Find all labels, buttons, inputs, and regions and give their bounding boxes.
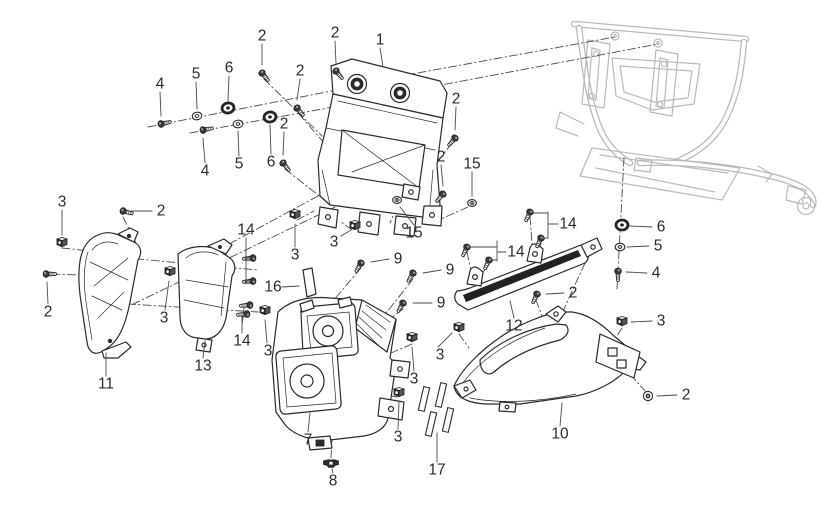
- part-label-2: 2: [437, 149, 446, 166]
- part-label-3: 3: [291, 247, 300, 264]
- nut-15-icon: [467, 199, 477, 207]
- part-label-3: 3: [58, 194, 67, 211]
- part-1-mount-bracket: [317, 58, 448, 237]
- part-label-13: 13: [194, 358, 211, 375]
- nut-2-icon: [642, 390, 654, 402]
- clip-nut-3-icon: [289, 208, 301, 220]
- part-label-2: 2: [331, 25, 340, 42]
- clip-nut-3-icon: [349, 219, 361, 231]
- part-label-3: 3: [394, 429, 403, 446]
- washer-5-icon: [190, 110, 204, 122]
- callout-leader-lines: [46, 40, 678, 474]
- screw-2-icon: [292, 103, 307, 119]
- frame-platform: [555, 111, 741, 201]
- clip-nut-3-icon: [393, 386, 405, 398]
- part-label-5: 5: [235, 156, 244, 173]
- part-12-trim-strip: [454, 237, 603, 311]
- part-label-4: 4: [156, 76, 165, 93]
- part-13-inner-panel: [177, 238, 236, 353]
- part-label-2: 2: [280, 116, 289, 133]
- part-label-17: 17: [428, 462, 445, 479]
- part-label-2: 2: [452, 91, 461, 108]
- part-label-8: 8: [329, 473, 338, 490]
- part-16-strip: [302, 267, 317, 298]
- screw-2-icon: [278, 158, 293, 174]
- part-label-2: 2: [682, 387, 691, 404]
- part-label-3: 3: [160, 310, 169, 327]
- part-label-2: 2: [157, 203, 166, 220]
- screw-14-icon: [521, 207, 535, 224]
- part-label-5: 5: [192, 66, 201, 83]
- part-label-6: 6: [225, 60, 234, 77]
- clip-nut-3-icon: [56, 236, 68, 248]
- grommet-6-icon: [261, 109, 279, 125]
- screw-2-icon: [445, 133, 460, 149]
- screw-2-icon: [42, 270, 58, 278]
- part-label-4: 4: [201, 163, 210, 180]
- part-10-lower-cowl: [453, 305, 647, 413]
- part-label-2: 2: [569, 285, 578, 302]
- clip-nut-3-icon: [164, 265, 176, 277]
- part-label-15: 15: [463, 156, 480, 173]
- part-label-1: 1: [376, 32, 385, 49]
- washer-5-icon: [614, 242, 626, 252]
- part-label-16: 16: [264, 279, 281, 296]
- part-label-3: 3: [264, 343, 273, 360]
- screw-2-icon: [528, 289, 542, 306]
- frame-plates: [581, 39, 701, 117]
- part-label-11: 11: [98, 376, 114, 393]
- screw-9-icon: [352, 258, 366, 275]
- part-11-side-panel: [78, 227, 142, 359]
- callout-bracket-lines-14: [241, 211, 559, 334]
- frame-ghost-reference: [555, 20, 817, 216]
- grommet-6-icon: [614, 218, 630, 232]
- part-label-9: 9: [446, 262, 455, 279]
- part-label-10: 10: [551, 426, 569, 443]
- part-label-6: 6: [657, 219, 666, 236]
- screw-2-icon: [257, 68, 272, 84]
- part-label-3: 3: [410, 371, 419, 388]
- part-label-9: 9: [437, 295, 446, 312]
- clip-nut-3-icon: [616, 315, 628, 327]
- screw-14-icon: [458, 242, 472, 259]
- screw-14-icon: [480, 255, 494, 272]
- part-label-5: 5: [654, 238, 663, 255]
- screw-14-icon: [238, 300, 254, 310]
- part-label-7: 7: [304, 432, 313, 449]
- part-label-14: 14: [507, 244, 525, 261]
- part-label-2: 2: [258, 28, 267, 45]
- screw-4-icon: [156, 117, 173, 129]
- part-label-14: 14: [237, 222, 255, 239]
- screw-9-icon: [394, 298, 408, 315]
- part-label-3: 3: [330, 234, 339, 251]
- nut-15-icon: [392, 196, 402, 204]
- clip-nut-3-icon: [259, 304, 271, 316]
- screw-4-icon: [614, 267, 622, 283]
- grommet-6-icon: [219, 100, 237, 116]
- headlight-ribbed-bracket: [354, 299, 397, 353]
- bracket-mount-feet: [317, 183, 443, 237]
- frame-grab-bar-end: [757, 165, 816, 216]
- part-17-strips: [417, 382, 455, 437]
- part-label-2: 2: [44, 304, 53, 321]
- part-label-4: 4: [652, 265, 661, 282]
- clip-nut-3-icon: [453, 321, 465, 333]
- part-label-3: 3: [436, 347, 445, 364]
- part-label-12: 12: [505, 318, 522, 335]
- washer-5-icon: [232, 118, 244, 130]
- part-label-3: 3: [657, 313, 666, 330]
- screw-4-icon: [199, 124, 215, 135]
- part-label-9: 9: [394, 251, 403, 268]
- screw-2-icon: [118, 206, 135, 218]
- part-label-6: 6: [267, 154, 276, 171]
- part-label-2: 2: [296, 63, 305, 80]
- part-label-14: 14: [559, 216, 577, 233]
- clip-nut-3-icon: [406, 331, 418, 343]
- clip-8-icon: [323, 459, 339, 468]
- part-label-15: 15: [405, 225, 422, 242]
- part-label-14: 14: [233, 333, 251, 350]
- part-7-headlight: [271, 296, 411, 451]
